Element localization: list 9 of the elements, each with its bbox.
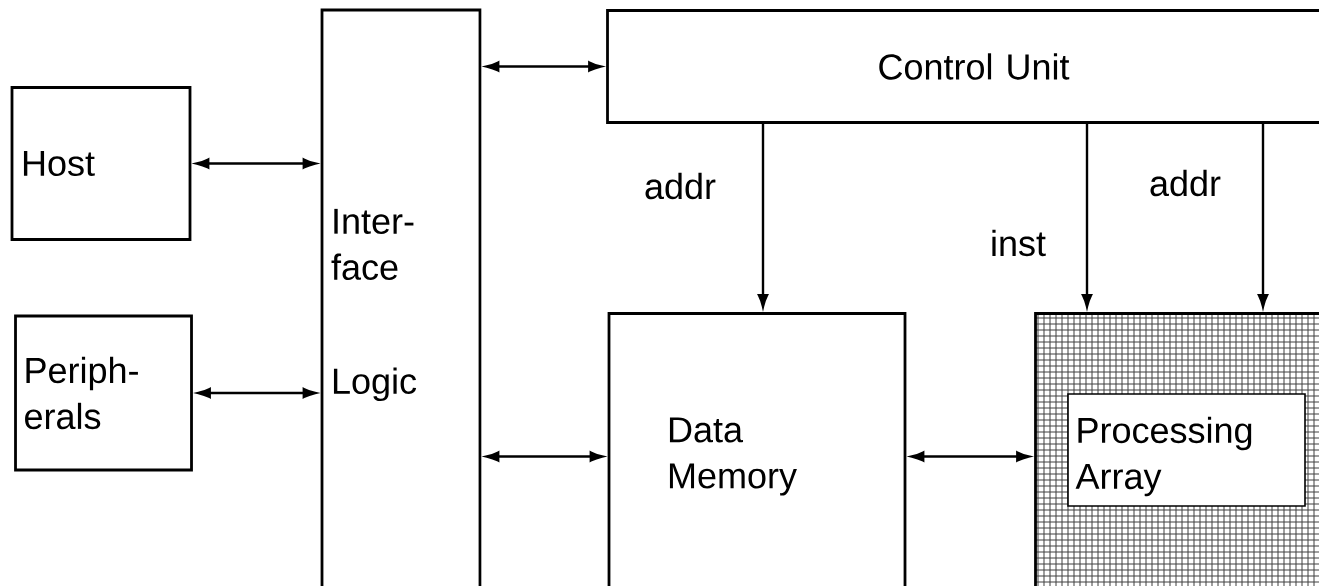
edge-label: inst: [988, 227, 1048, 259]
interface-logic-box: Inter- face Logic: [320, 8, 482, 586]
edge-label: addr: [1147, 167, 1224, 199]
data-memory-box: Data Memory: [607, 312, 907, 586]
edge-label: addr: [642, 170, 719, 202]
peripherals-box: Periph- erals: [14, 314, 193, 472]
control-unit-box: Control Unit: [606, 9, 1319, 124]
host-box: Host: [10, 86, 192, 241]
processing-array-box: Processing Array: [1034, 312, 1319, 586]
